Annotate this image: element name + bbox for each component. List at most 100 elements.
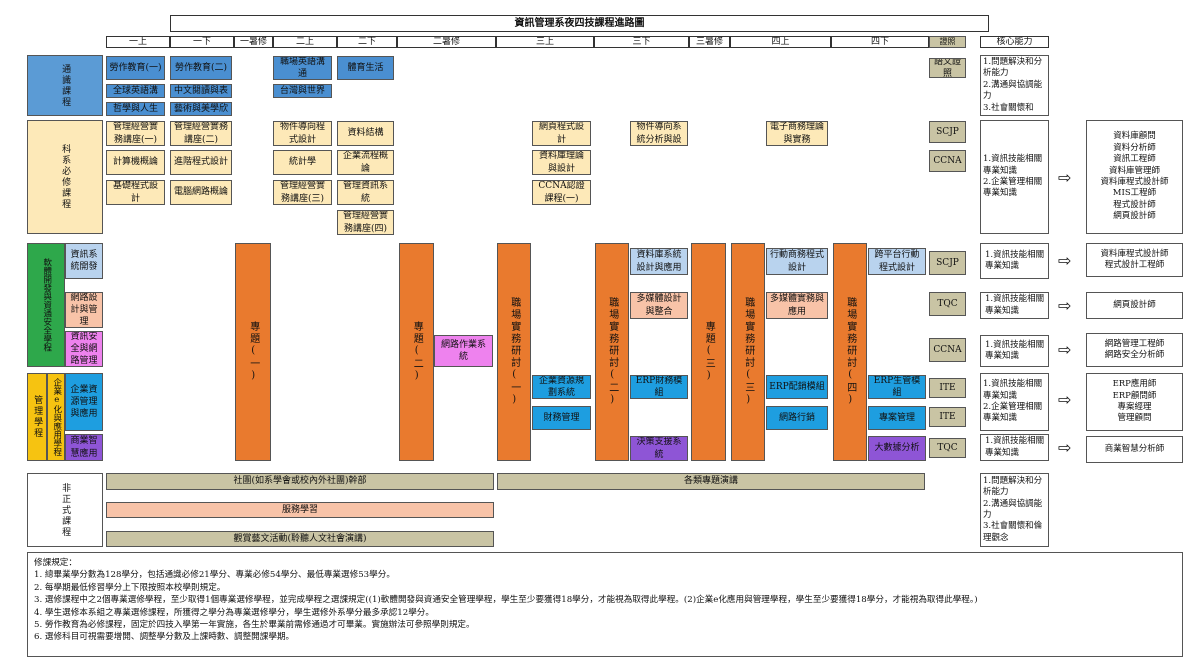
license-ite: ITE [929, 407, 966, 427]
career-item: 資訊工程師 [1113, 154, 1156, 165]
course-project-mgmt[interactable]: 專案管理 [868, 406, 926, 430]
enterprise-core-ability-bi: 1.資訊技能相關專業知識 [980, 434, 1049, 461]
course-computer-networks[interactable]: 電腦網路概論 [170, 180, 232, 205]
license-tqc: TQC [929, 292, 966, 316]
track-business-intelligence: 商業智慧應用 [65, 434, 103, 461]
course-web-programming[interactable]: 網頁程式設計 [532, 121, 591, 146]
course-financial-mgmt[interactable]: 財務管理 [532, 406, 591, 430]
course-art-aesthetics[interactable]: 藝術與美學欣 [170, 102, 232, 116]
course-erp-production[interactable]: ERP生管模組 [868, 375, 926, 399]
career-item: ERP顧問師 [1112, 390, 1157, 401]
course-mgmt-lecture-1[interactable]: 管理經營實務講座(一) [106, 121, 165, 146]
course-basic-programming[interactable]: 基礎程式設計 [106, 180, 165, 205]
course-ecommerce[interactable]: 電子商務理論與實務 [766, 121, 828, 146]
course-mgmt-lecture-2[interactable]: 管理經營實務講座(二) [170, 121, 232, 146]
course-workplace-english[interactable]: 職場英語溝通 [273, 56, 332, 80]
course-erp-finance[interactable]: ERP財務模組 [630, 375, 688, 399]
course-database-systems[interactable]: 資料庫系統設計與應用 [630, 248, 688, 275]
software-careers-2: 網頁設計師 [1086, 292, 1183, 319]
license-tqc: TQC [929, 438, 966, 458]
course-business-process[interactable]: 企業流程概論 [337, 150, 394, 175]
informal-core-abilities: 1.問題解決和分析能力 2.溝通與協調能力 3.社會關懷和倫理觀念 [980, 473, 1049, 547]
course-database-design[interactable]: 資料庫理論與設計 [532, 150, 591, 175]
notes-item: 5. 勞作教育為必修課程，固定於四技入學第一年實施，各生於畢業前需修通過才可畢業… [34, 620, 475, 631]
course-multimedia-design[interactable]: 多媒體設計與整合 [630, 292, 688, 319]
track-info-systems: 資訊系統開發 [65, 243, 103, 279]
arrow-icon: ⇨ [1058, 340, 1072, 359]
track-erp: 企業資源管理與應用 [65, 373, 103, 431]
course-chinese-reading[interactable]: 中文閱讀與表 [170, 84, 232, 98]
software-core-ability-1: 1.資訊技能相關專業知識 [980, 243, 1049, 279]
enterprise-careers-2: 商業智慧分析師 [1086, 436, 1183, 463]
notes-item: 6. 選修科目可視需要增開、調整學分數及上課時數、調整開課學期。 [34, 632, 295, 643]
course-oo-analysis[interactable]: 物件導向系統分析與設 [630, 121, 688, 146]
course-statistics[interactable]: 統計學 [273, 150, 332, 175]
activity-service-learning[interactable]: 服務學習 [106, 502, 494, 518]
career-item: 資料庫程式設計師 [1100, 248, 1169, 259]
software-core-ability-3: 1.資訊技能相關專業知識 [980, 335, 1049, 367]
course-global-english[interactable]: 全球英語溝 [106, 84, 165, 98]
course-advanced-programming[interactable]: 進階程式設計 [170, 150, 232, 175]
course-internship-3[interactable]: 職場實務研討(三) [731, 243, 765, 461]
core-ability-item: 2.企業管理相關專業知識 [983, 177, 1043, 199]
notes-item: 2. 每學期最低修習學分上下限按照本校學則規定。 [34, 582, 226, 593]
career-item: 程式設計師 [1113, 199, 1156, 210]
career-item: 網頁設計師 [1113, 211, 1156, 222]
activity-special-lectures[interactable]: 各類專題演講 [497, 473, 925, 490]
semester-header: 三下 [594, 36, 689, 48]
license-language: 語文證照 [929, 58, 966, 78]
core-ability-item: 3.社會關懷和倫理觀念 [983, 521, 1043, 543]
course-oop[interactable]: 物件導向程式設計 [273, 121, 332, 146]
activity-arts-appreciation[interactable]: 觀賞藝文活動(聆聽人文社會演講) [106, 531, 494, 547]
core-ability-header: 核心能力 [980, 36, 1049, 48]
course-project-2[interactable]: 專題(二) [399, 243, 434, 461]
core-ability-item: 1.資訊技能相關專業知識 [983, 154, 1043, 176]
career-item: ERP應用師 [1112, 379, 1157, 390]
enterprise-program-label: 企業e化與應用學程 [47, 373, 65, 461]
course-intro-computing[interactable]: 計算機概論 [106, 150, 165, 175]
course-project-3[interactable]: 專題(三) [691, 243, 726, 461]
career-item: MIS工程師 [1112, 188, 1157, 199]
career-item: 管理顧問 [1117, 413, 1152, 424]
course-mobile-commerce[interactable]: 行動商務程式設計 [766, 248, 828, 275]
course-taiwan-world[interactable]: 台灣與世界 [273, 84, 332, 98]
career-item: 資料庫顧問 [1113, 131, 1156, 142]
course-rules-notes: 修課規定： 1. 總畢業學分數為128學分，包括通識必修21學分、專業必修54學… [27, 552, 1183, 657]
enterprise-careers-1: ERP應用師 ERP顧問師 專案經理 管理顧問 [1086, 373, 1183, 431]
semester-header: 一暑修 [234, 36, 273, 48]
course-internship-2[interactable]: 職場實務研討(二) [595, 243, 629, 461]
course-erp-distribution[interactable]: ERP配銷模組 [766, 375, 828, 399]
course-mis[interactable]: 管理資訊系統 [337, 180, 394, 205]
course-ccna-1[interactable]: CCNA認證課程(一) [532, 180, 591, 205]
required-courses-label: 科系必修課程 [27, 120, 103, 234]
course-labor-edu-1[interactable]: 勞作教育(一) [106, 56, 165, 80]
semester-header: 四上 [730, 36, 831, 48]
semester-header: 一下 [170, 36, 234, 48]
track-network-design: 網路設計與管理 [65, 292, 103, 328]
course-mgmt-lecture-4[interactable]: 管理經營實務講座(四) [337, 210, 394, 235]
course-cross-platform[interactable]: 跨平台行動程式設計 [868, 248, 926, 275]
license-header: 證照 [929, 36, 966, 48]
course-network-os[interactable]: 網路作業系統 [434, 335, 493, 367]
core-ability-item: 1.問題解決和分析能力 [983, 475, 1043, 498]
course-mgmt-lecture-3[interactable]: 管理經營實務講座(三) [273, 180, 332, 205]
course-labor-edu-2[interactable]: 勞作教育(二) [170, 56, 232, 80]
license-ite: ITE [929, 378, 966, 398]
course-online-marketing[interactable]: 網路行銷 [766, 406, 828, 430]
course-project-1[interactable]: 專題(一) [235, 243, 271, 461]
course-internship-1[interactable]: 職場實務研討(一) [497, 243, 531, 461]
course-philosophy-life[interactable]: 哲學與人生 [106, 102, 165, 116]
course-multimedia-practice[interactable]: 多媒體實務與應用 [766, 292, 828, 319]
core-ability-item: 2.溝通與協調能力 [983, 498, 1043, 520]
course-sports-life[interactable]: 體育生活 [337, 56, 394, 80]
activity-club-leader[interactable]: 社團(如系學會或校內外社團)幹部 [106, 473, 494, 490]
course-decision-support[interactable]: 決策支援系統 [630, 436, 688, 461]
course-data-structures[interactable]: 資料結構 [337, 121, 394, 146]
course-big-data[interactable]: 大數據分析 [868, 436, 926, 461]
course-erp-systems[interactable]: 企業資源規劃系統 [532, 375, 591, 399]
arrow-icon: ⇨ [1058, 438, 1072, 457]
informal-courses-label: 非正式課程 [27, 473, 103, 547]
mgmt-program-label: 管理學程 [27, 373, 47, 461]
career-item: 資料分析師 [1113, 142, 1156, 153]
course-internship-4[interactable]: 職場實務研討(四) [833, 243, 867, 461]
